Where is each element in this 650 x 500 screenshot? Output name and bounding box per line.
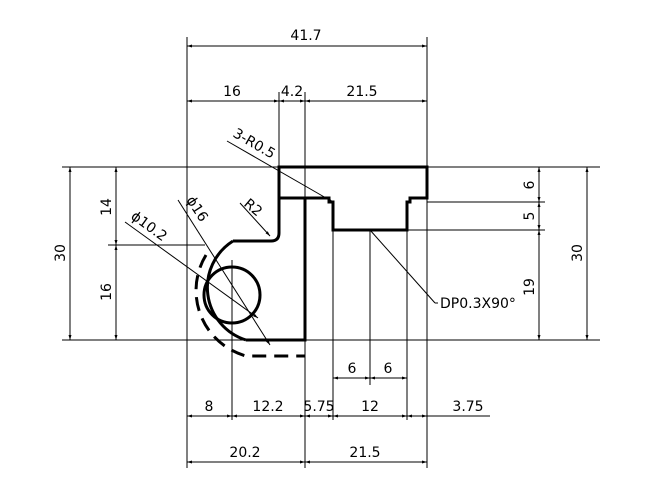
left-dimensions: 30 14 16 xyxy=(53,167,118,340)
upright-inner xyxy=(270,198,281,243)
dim-slot-left: 6 xyxy=(348,361,357,377)
right-dimensions: 30 6 5 19 xyxy=(522,167,589,340)
sleeve-outer-dashed xyxy=(194,254,305,358)
dim-row1-a: 8 xyxy=(205,399,214,415)
sleeve-inner-arc xyxy=(205,239,247,342)
groove-note: DP0.3X90° xyxy=(440,296,516,312)
dim-row1-b: 12.2 xyxy=(252,399,283,415)
dim-row1-d: 12 xyxy=(361,399,379,415)
dim-right-total: 30 xyxy=(570,244,586,262)
extension-lines xyxy=(62,37,600,468)
dim-right-top: 6 xyxy=(522,180,538,189)
t-block-outline xyxy=(277,165,429,232)
part-outline xyxy=(194,165,429,358)
dim-right-lower: 19 xyxy=(522,278,538,296)
dim-right-second: 5 xyxy=(522,212,538,221)
dim-row1-c: 5.75 xyxy=(303,399,334,415)
corner-radius-label: R2 xyxy=(240,196,265,220)
dim-row2-right: 21.5 xyxy=(349,445,380,461)
dim-left-upper: 14 xyxy=(99,198,115,216)
dim-top-right: 21.5 xyxy=(346,84,377,100)
dim-row1-e: 3.75 xyxy=(452,399,483,415)
dim-row2-left: 20.2 xyxy=(229,445,260,461)
dim-slot-right: 6 xyxy=(384,361,393,377)
dim-overall-width: 41.7 xyxy=(290,28,321,44)
top-dimensions: 41.7 16 4.2 21.5 xyxy=(187,28,427,103)
dim-top-mid: 4.2 xyxy=(281,84,303,100)
bottom-dimensions: 6 6 8 12.2 5.75 12 3.75 20.2 21.5 xyxy=(187,361,490,464)
dim-left-total: 30 xyxy=(53,244,69,262)
dim-top-left: 16 xyxy=(223,84,241,100)
callouts: 3-R0.5 ϕ10.2 ϕ16 R2 DP0.3X90° xyxy=(124,126,516,346)
dim-left-lower: 16 xyxy=(99,283,115,301)
